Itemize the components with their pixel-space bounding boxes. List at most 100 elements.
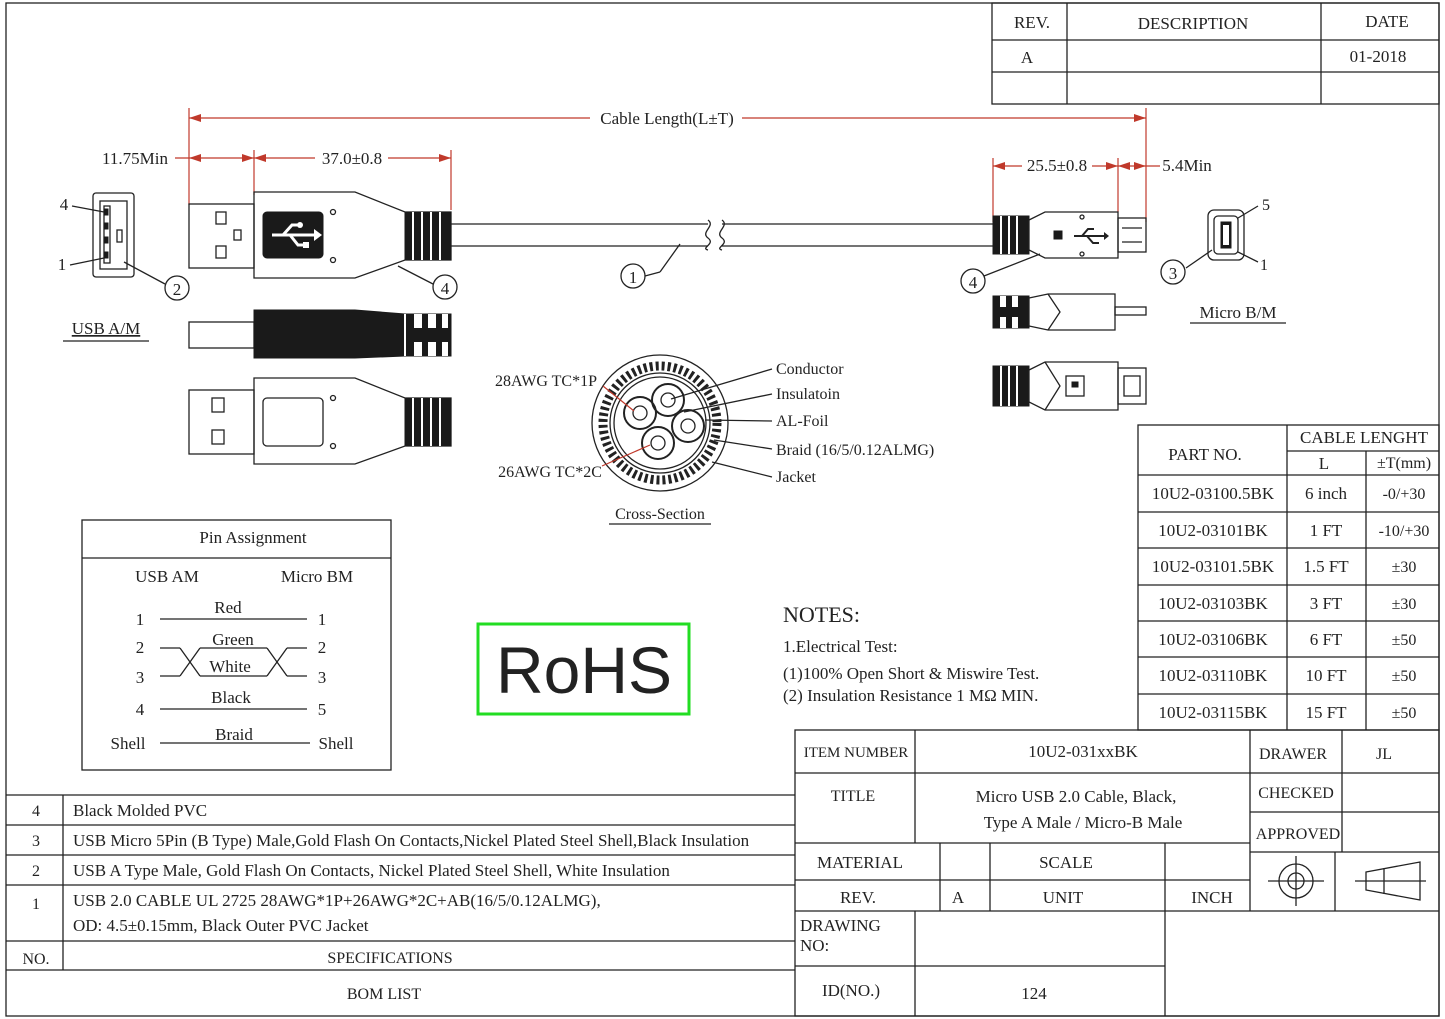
notes: NOTES: 1.Electrical Test: (1)100% Open S… xyxy=(783,602,1039,705)
parts-header-part: PART NO. xyxy=(1168,445,1242,464)
title-label: TITLE xyxy=(831,788,875,805)
cs-label-26awg: 26AWG TC*2C xyxy=(498,464,602,481)
cable-body: 1 xyxy=(451,219,993,289)
part-length-cell: 6 FT xyxy=(1310,630,1343,649)
notes-title: NOTES: xyxy=(783,602,860,627)
bom-row-spec: USB Micro 5Pin (B Type) Male,Gold Flash … xyxy=(73,831,750,850)
micro-b-connector-side xyxy=(992,293,1147,331)
micro-overmold-label: 25.5±0.8 xyxy=(1027,156,1087,175)
usb-a-pin-4-label: 4 xyxy=(60,195,69,214)
part-tolerance-cell: -0/+30 xyxy=(1383,486,1426,503)
part-tolerance-cell: ±50 xyxy=(1392,668,1417,685)
parts-header-length: CABLE LENGHT xyxy=(1300,428,1429,447)
drawer-value: JL xyxy=(1376,746,1392,763)
usb-a-min-label: 11.75Min xyxy=(102,149,168,168)
drawing-no-label-1: DRAWING xyxy=(800,916,881,935)
usb-a-face-view: 4 1 2 USB A/M xyxy=(58,192,190,342)
rev-label: REV. xyxy=(840,888,876,907)
part-length-cell: 15 FT xyxy=(1305,703,1347,722)
cs-label-28awg: 28AWG TC*1P xyxy=(495,373,597,390)
part-number-cell: 10U2-03106BK xyxy=(1158,630,1268,649)
pin-row3-right: 3 xyxy=(318,668,327,687)
pin-row2-wire: Green xyxy=(212,630,254,649)
title-rev-value: A xyxy=(952,888,965,907)
pin-row1-left: 1 xyxy=(136,610,145,629)
cross-section-title: Cross-Section xyxy=(615,506,705,523)
pin-row1-right: 1 xyxy=(318,610,327,629)
pin-row3-wire: White xyxy=(209,657,251,676)
bom-row-spec: OD: 4.5±0.15mm, Black Outer PVC Jacket xyxy=(73,916,369,935)
micro-b-title: Micro B/M xyxy=(1200,303,1277,322)
micro-min-label: 5.4Min xyxy=(1162,156,1212,175)
pin-row5-right: Shell xyxy=(319,734,354,753)
cs-label-insulation: Insulatoin xyxy=(776,386,840,403)
checked-label: CHECKED xyxy=(1258,785,1334,802)
pin-row5-left: Shell xyxy=(111,734,146,753)
pin-row5-wire: Braid xyxy=(215,725,253,744)
micro-b-connector-bottom xyxy=(992,361,1147,411)
part-tolerance-cell: ±50 xyxy=(1392,632,1417,649)
pin-row2-right: 2 xyxy=(318,638,327,657)
bom-footer: BOM LIST xyxy=(347,986,421,1003)
part-number-cell: 10U2-03101.5BK xyxy=(1152,557,1275,576)
cs-label-al-foil: AL-Foil xyxy=(776,413,829,430)
pin-row4-wire: Black xyxy=(211,688,251,707)
bom-row-spec: Black Molded PVC xyxy=(73,801,207,820)
rev-value: A xyxy=(1021,48,1034,67)
item-number-label: ITEM NUMBER xyxy=(804,745,909,761)
pin-row4-left: 4 xyxy=(136,700,145,719)
pin-col-usb-am: USB AM xyxy=(135,567,199,586)
part-number-cell: 10U2-03101BK xyxy=(1158,521,1268,540)
item-number-value: 10U2-031xxBK xyxy=(1028,742,1138,761)
part-number-cell: 10U2-03103BK xyxy=(1158,594,1268,613)
id-label: ID(NO.) xyxy=(822,981,880,1000)
micro-b-connector-top: 4 xyxy=(960,211,1147,294)
balloon-1: 1 xyxy=(629,268,638,287)
title-line-2: Type A Male / Micro-B Male xyxy=(984,813,1183,832)
unit-label: UNIT xyxy=(1043,888,1084,907)
title-line-1: Micro USB 2.0 Cable, Black, xyxy=(976,787,1177,806)
bom-header-spec: SPECIFICATIONS xyxy=(327,950,452,967)
notes-line-1: 1.Electrical Test: xyxy=(783,637,898,656)
balloon-3: 3 xyxy=(1169,264,1178,283)
rohs-mark: RoHS xyxy=(476,622,691,716)
balloon-2: 2 xyxy=(173,280,182,299)
title-block: ITEM NUMBER 10U2-031xxBK TITLE Micro USB… xyxy=(794,729,1440,1017)
bom-row-no: 4 xyxy=(32,803,40,820)
micro-pin-5-label: 5 xyxy=(1262,197,1270,214)
part-length-cell: 1 FT xyxy=(1310,521,1343,540)
part-number-cell: 10U2-03100.5BK xyxy=(1152,484,1275,503)
usb-a-pin-1-label: 1 xyxy=(58,255,67,274)
drawing-no-label-2: NO: xyxy=(800,936,829,955)
pin-col-micro-bm: Micro BM xyxy=(281,567,353,586)
part-number-cell: 10U2-03110BK xyxy=(1159,666,1269,685)
cs-label-braid: Braid (16/5/0.12ALMG) xyxy=(776,442,934,459)
scale-label: SCALE xyxy=(1039,853,1093,872)
pin-row4-right: 5 xyxy=(318,700,327,719)
date-value: 01-2018 xyxy=(1350,47,1407,66)
part-length-cell: 6 inch xyxy=(1305,484,1348,503)
balloon-4-right: 4 xyxy=(969,273,978,292)
pin-row1-wire: Red xyxy=(214,598,242,617)
pin-row2-left: 2 xyxy=(136,638,145,657)
notes-line-2: (1)100% Open Short & Miswire Test. xyxy=(783,664,1039,683)
material-label: MATERIAL xyxy=(817,853,903,872)
bom-row-no: 2 xyxy=(32,863,40,880)
drawer-label: DRAWER xyxy=(1259,746,1327,763)
part-length-cell: 10 FT xyxy=(1305,666,1347,685)
bom-list: 4 Black Molded PVC 3 USB Micro 5Pin (B Type… xyxy=(6,794,795,1003)
pin-assignment: Pin Assignment USB AM Micro BM 1 Red 1 2… xyxy=(81,519,392,771)
balloon-4-left: 4 xyxy=(441,279,450,298)
date-header: DATE xyxy=(1365,12,1408,31)
micro-pin-1-label: 1 xyxy=(1260,257,1268,274)
part-tolerance-cell: ±50 xyxy=(1392,705,1417,722)
bom-row-no: 3 xyxy=(32,833,40,850)
cable-length-label: Cable Length(L±T) xyxy=(600,109,733,128)
projection-symbol xyxy=(1268,856,1426,906)
approved-label: APPROVED xyxy=(1256,826,1340,843)
bom-header-no: NO. xyxy=(22,951,49,968)
parts-rows: 10U2-03100.5BK 6 inch -0/+30 10U2-03101BK 1 … xyxy=(1152,484,1430,722)
parts-header-l: L xyxy=(1319,454,1329,473)
usb-a-title: USB A/M xyxy=(72,319,141,338)
